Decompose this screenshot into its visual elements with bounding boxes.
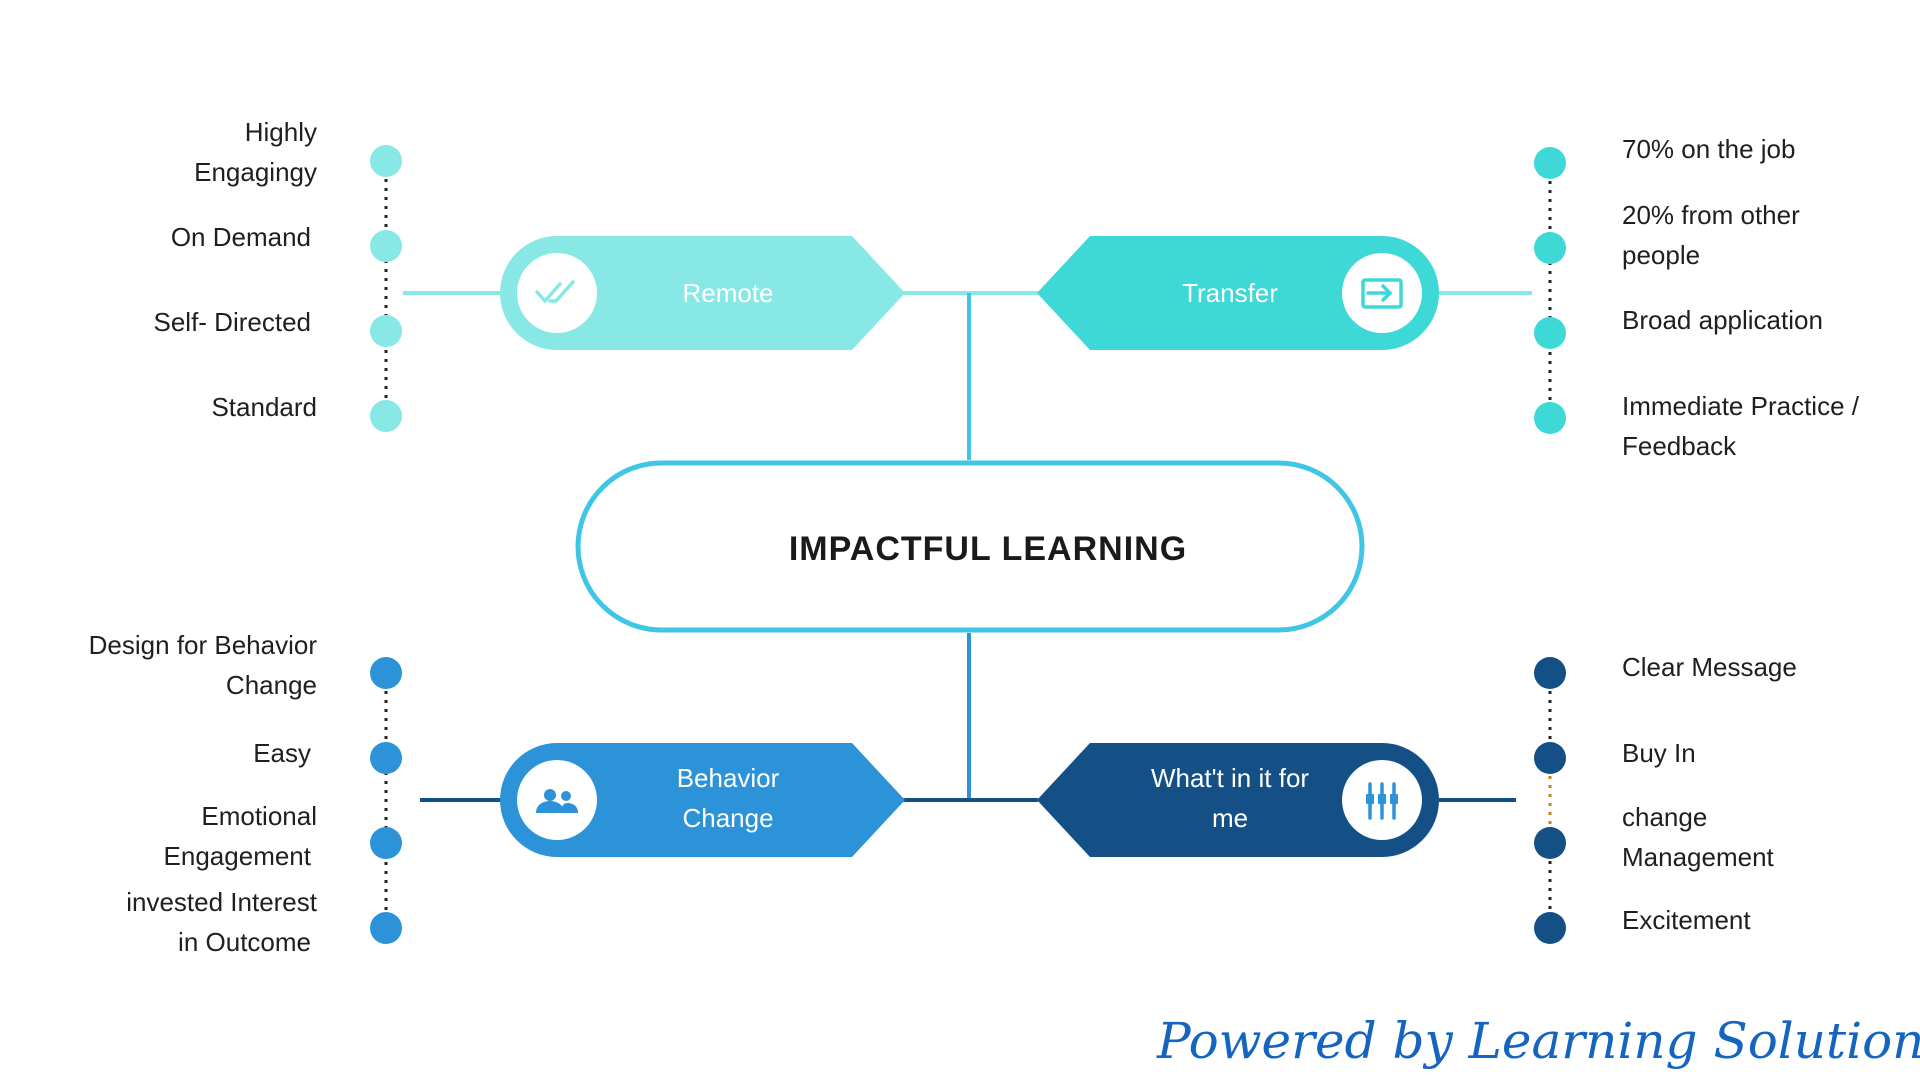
remote-item-3: Self- Directed	[154, 307, 312, 337]
wiifm-item-4: Excitement	[1622, 905, 1751, 935]
bullet-dot	[370, 230, 402, 262]
bullet-dot	[370, 742, 402, 774]
bullet-dot	[370, 145, 402, 177]
branch-label-behavior-line-1: Behavior	[677, 763, 780, 793]
remote-item-2: On Demand	[171, 222, 311, 252]
remote-item-1-line-1: Highly	[245, 117, 317, 147]
input-arrow-icon	[1361, 278, 1403, 309]
wiifm-item-3-line-2: Management	[1622, 842, 1775, 872]
behavior-item-1-line-1: Design for Behavior	[89, 630, 318, 660]
transfer-item-2-line-2: people	[1622, 240, 1700, 270]
bullet-dot	[1534, 147, 1566, 179]
behavior-item-3-line-2: Engagement	[164, 841, 312, 871]
bullet-dot	[370, 315, 402, 347]
double-check-icon	[535, 280, 575, 303]
branch-label-wiifm-line-2: me	[1212, 803, 1248, 833]
wiifm-item-list: Clear Message Buy In change Management E…	[1534, 652, 1797, 944]
bullet-dot	[1534, 827, 1566, 859]
behavior-item-4-line-1: invested Interest	[126, 887, 318, 917]
behavior-item-4-line-2: in Outcome	[178, 927, 311, 957]
people-icon	[536, 789, 578, 813]
branch-label-remote: Remote	[682, 278, 773, 308]
branch-icon-circle-remote	[517, 253, 597, 333]
branch-node-remote: Remote	[500, 236, 905, 350]
behavior-item-3-line-1: Emotional	[201, 801, 317, 831]
transfer-item-4-line-2: Feedback	[1622, 431, 1737, 461]
bullet-dot	[1534, 912, 1566, 944]
branch-shape-behavior	[500, 743, 905, 857]
branch-shape-wiifm	[1037, 743, 1439, 857]
wiifm-item-1: Clear Message	[1622, 652, 1797, 682]
branch-label-wiifm-line-1: What't in it for	[1151, 763, 1309, 793]
bullet-dot	[1534, 402, 1566, 434]
connectors	[403, 291, 1532, 802]
branch-icon-circle-behavior	[517, 760, 597, 840]
transfer-item-2-line-1: 20% from other	[1622, 200, 1800, 230]
bullet-dot	[370, 657, 402, 689]
bullet-dot	[1534, 657, 1566, 689]
remote-item-4: Standard	[211, 392, 317, 422]
branch-node-behavior: Behavior Change	[500, 743, 905, 857]
bullet-dot	[370, 827, 402, 859]
behavior-item-1-line-2: Change	[226, 670, 317, 700]
center-node: IMPACTFUL LEARNING	[575, 460, 1365, 633]
transfer-item-1: 70% on the job	[1622, 134, 1795, 164]
bullet-dot	[370, 912, 402, 944]
center-title: IMPACTFUL LEARNING	[789, 530, 1187, 568]
bullet-dot	[1534, 232, 1566, 264]
branch-node-transfer: Transfer	[1037, 236, 1439, 350]
bullet-dot	[370, 400, 402, 432]
transfer-item-list: 70% on the job 20% from other people Bro…	[1534, 134, 1860, 461]
transfer-item-3: Broad application	[1622, 305, 1823, 335]
remote-item-list: Highly Engagingy On Demand Self- Directe…	[154, 117, 402, 432]
behavior-item-2: Easy	[253, 738, 311, 768]
wiifm-item-2: Buy In	[1622, 738, 1696, 768]
branch-shape-transfer	[1037, 236, 1439, 350]
branch-node-wiifm: What't in it for me	[1037, 743, 1439, 857]
branch-shape-remote	[500, 236, 905, 350]
powered-by-signature: Powered by Learning Solutions	[1156, 1012, 1920, 1070]
behavior-item-list: Design for Behavior Change Easy Emotiona…	[89, 630, 402, 957]
center-pill	[575, 460, 1365, 633]
equalizer-icon	[1366, 782, 1398, 820]
branch-label-behavior-line-2: Change	[682, 803, 773, 833]
transfer-item-4-line-1: Immediate Practice /	[1622, 391, 1860, 421]
branch-label-transfer: Transfer	[1182, 278, 1278, 308]
bullet-dot	[1534, 742, 1566, 774]
remote-item-1-line-2: Engagingy	[194, 157, 317, 187]
bullet-dot	[1534, 317, 1566, 349]
wiifm-item-3-line-1: change	[1622, 802, 1707, 832]
